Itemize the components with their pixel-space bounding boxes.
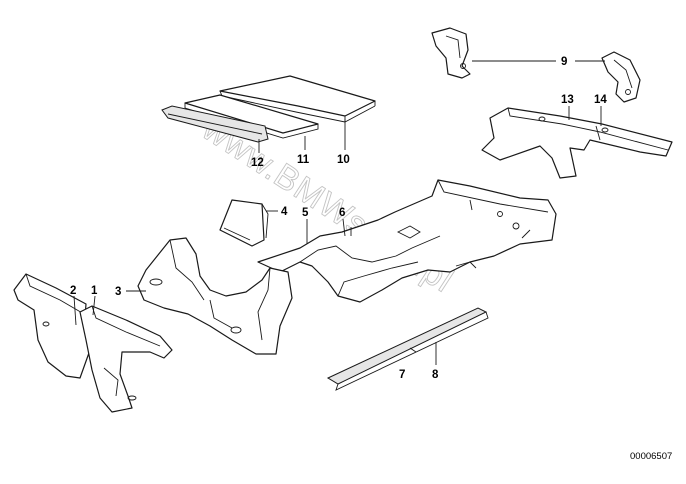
callout-4: 4	[281, 206, 288, 218]
callout-12: 12	[251, 157, 264, 169]
callouts: 1 2 3 4 5 6 7 8 9 10 11 12 13 14	[70, 56, 607, 381]
side-panel-part-2	[13, 273, 91, 379]
callout-7: 7	[399, 369, 405, 381]
callout-11: 11	[297, 154, 310, 166]
leader-lines	[73, 60, 605, 365]
callout-3: 3	[115, 286, 121, 298]
callout-5: 5	[302, 207, 309, 219]
rear-insulation-part-13-14	[481, 107, 673, 179]
strip-part-12	[161, 105, 269, 143]
side-panel-part-1	[79, 305, 173, 413]
callout-2: 2	[70, 285, 76, 297]
plate-part-4	[219, 199, 269, 247]
sill-strip-part-7-8	[326, 307, 489, 391]
callout-8: 8	[432, 369, 439, 381]
bracket-right-part-9	[601, 51, 641, 103]
callout-13: 13	[561, 94, 574, 106]
callout-6: 6	[339, 207, 345, 219]
reference-code: 00006507	[630, 451, 672, 462]
callout-9: 9	[561, 56, 567, 68]
bracket-left-part-9	[431, 27, 471, 79]
console-insulation-part-3	[137, 237, 293, 355]
callout-1: 1	[91, 285, 98, 297]
floor-insulation-part-5-6	[257, 179, 557, 303]
callout-10: 10	[337, 154, 350, 166]
callout-14: 14	[594, 94, 607, 106]
